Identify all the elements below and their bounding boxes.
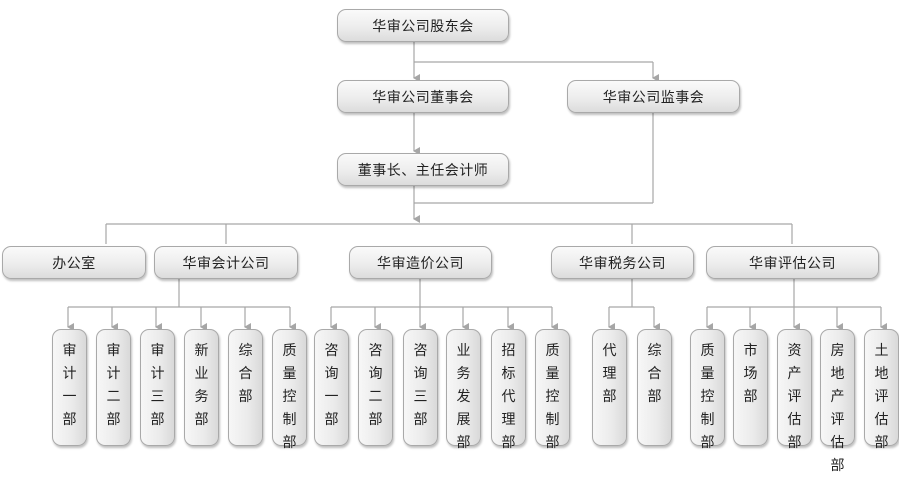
dept-label: 质量控制部 bbox=[700, 343, 715, 451]
costing-company-label: 华审造价公司 bbox=[377, 255, 464, 272]
dept-box: 代理部 bbox=[592, 329, 627, 446]
dept-box: 市场部 bbox=[733, 329, 768, 446]
dept-label: 综合部 bbox=[238, 343, 253, 405]
dept-box: 质量控制部 bbox=[690, 329, 725, 451]
chairman-label: 董事长、主任会计师 bbox=[357, 162, 489, 179]
dept-label: 业务发展部 bbox=[456, 343, 471, 451]
appraisal-company-box: 华审评估公司 bbox=[706, 246, 879, 279]
dept-box: 资产评估部 bbox=[777, 329, 812, 451]
costing-company-box: 华审造价公司 bbox=[349, 246, 492, 279]
appraisal-company-label: 华审评估公司 bbox=[749, 255, 836, 272]
dept-box: 审计一部 bbox=[52, 329, 87, 446]
dept-box: 综合部 bbox=[637, 329, 672, 446]
tax-company-label: 华审税务公司 bbox=[579, 255, 666, 272]
board-label: 华审公司董事会 bbox=[372, 89, 474, 106]
dept-label: 审计二部 bbox=[106, 343, 121, 428]
dept-label: 房地产评估部 bbox=[830, 343, 845, 474]
supervisors-label: 华审公司监事会 bbox=[602, 89, 705, 106]
dept-box: 咨询三部 bbox=[403, 329, 438, 446]
dept-box: 审计三部 bbox=[140, 329, 175, 446]
dept-box: 审计二部 bbox=[96, 329, 131, 446]
dept-label: 土地评估部 bbox=[874, 343, 889, 451]
accounting-company-label: 华审会计公司 bbox=[182, 255, 270, 272]
accounting-company-box: 华审会计公司 bbox=[154, 246, 298, 279]
dept-box: 综合部 bbox=[228, 329, 263, 446]
dept-label: 资产评估部 bbox=[787, 343, 802, 451]
supervisors-box: 华审公司监事会 bbox=[567, 80, 740, 113]
dept-box: 房地产评估部 bbox=[820, 329, 855, 474]
dept-box: 业务发展部 bbox=[446, 329, 481, 451]
dept-label: 咨询三部 bbox=[413, 343, 428, 428]
board-box: 华审公司董事会 bbox=[337, 80, 509, 113]
tax-company-box: 华审税务公司 bbox=[551, 246, 694, 279]
dept-label: 审计三部 bbox=[150, 343, 165, 428]
shareholders-box: 华审公司股东会 bbox=[337, 9, 509, 42]
dept-label: 咨询二部 bbox=[368, 343, 383, 428]
dept-box: 咨询二部 bbox=[358, 329, 393, 446]
dept-box: 咨询一部 bbox=[314, 329, 349, 446]
dept-box: 土地评估部 bbox=[864, 329, 899, 451]
dept-label: 招标代理部 bbox=[501, 343, 516, 451]
dept-label: 代理部 bbox=[602, 343, 617, 405]
dept-label: 综合部 bbox=[647, 343, 662, 405]
dept-label: 质量控制部 bbox=[282, 343, 297, 451]
chairman-box: 董事长、主任会计师 bbox=[337, 153, 509, 186]
shareholders-label: 华审公司股东会 bbox=[372, 18, 474, 35]
dept-box: 质量控制部 bbox=[272, 329, 307, 451]
connector-lines bbox=[67, 41, 887, 331]
dept-label: 市场部 bbox=[743, 343, 758, 405]
office-label: 办公室 bbox=[52, 255, 96, 272]
office-box: 办公室 bbox=[2, 246, 146, 279]
dept-box: 招标代理部 bbox=[491, 329, 526, 451]
dept-label: 新业务部 bbox=[194, 343, 209, 428]
dept-box: 新业务部 bbox=[184, 329, 219, 446]
dept-label: 咨询一部 bbox=[324, 343, 339, 428]
dept-label: 质量控制部 bbox=[545, 343, 560, 451]
dept-box: 质量控制部 bbox=[535, 329, 570, 451]
dept-label: 审计一部 bbox=[62, 343, 77, 428]
